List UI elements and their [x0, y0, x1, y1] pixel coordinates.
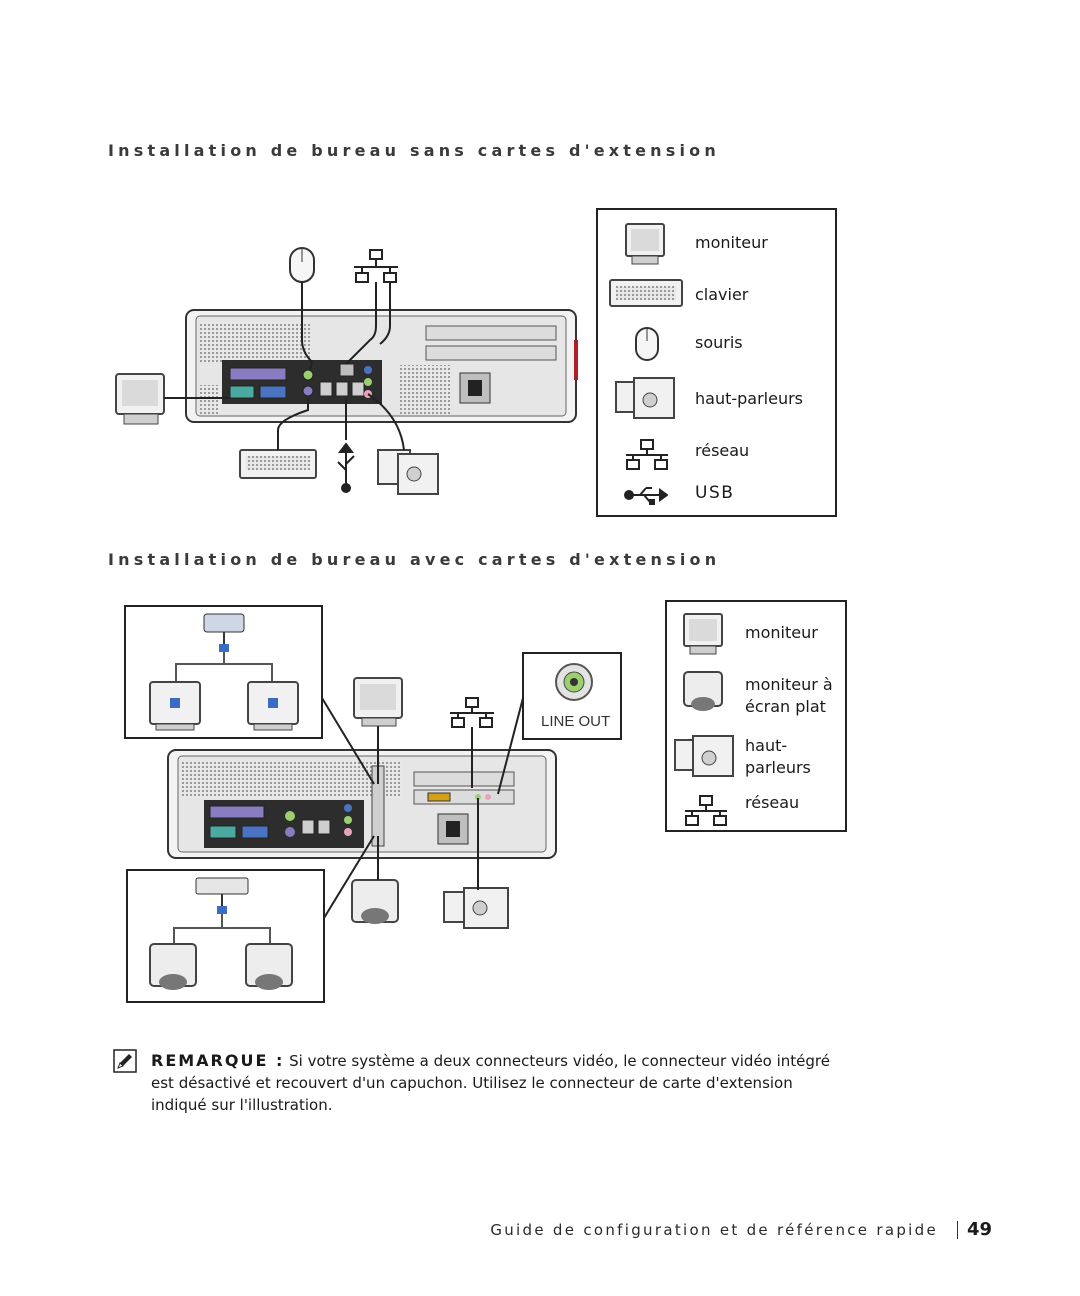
- inset-dvi-dual-flat-panel: [126, 869, 325, 1003]
- legend-label-usb: USB: [695, 483, 735, 503]
- legend-label-mouse: souris: [695, 333, 743, 352]
- network-device: [450, 697, 494, 728]
- footer-separator: [957, 1221, 958, 1239]
- page-number: 49: [966, 1219, 992, 1240]
- legend-item-monitor: moniteur: [598, 222, 835, 266]
- monitor-device: [115, 373, 165, 425]
- legend-label-network: réseau: [745, 793, 800, 812]
- legend-label-flat-panel-monitor: moniteur à écran plat: [745, 675, 833, 716]
- diagram-with-expansion-cards: LINE OUT: [124, 605, 622, 1003]
- keyboard-device: [239, 449, 317, 479]
- note-pencil-icon: [113, 1049, 137, 1073]
- section2-heading: Installation de bureau avec cartes d'ext…: [108, 550, 721, 569]
- note-label: REMARQUE :: [151, 1051, 285, 1070]
- computer-rear-panel: [167, 749, 557, 859]
- keyboard-icon: [609, 279, 683, 307]
- computer-rear-panel: [185, 309, 578, 423]
- legend-label-network: réseau: [695, 441, 750, 460]
- legend-label-speakers: haut- parleurs: [745, 736, 811, 777]
- inset-line-out: LINE OUT: [522, 652, 622, 740]
- legend-item-network: réseau: [667, 792, 845, 828]
- section1-heading: Installation de bureau sans cartes d'ext…: [108, 141, 720, 160]
- monitor-icon: [625, 223, 665, 265]
- legend-item-speakers: haut- parleurs: [667, 732, 845, 784]
- flat-panel-monitor-icon: [683, 671, 723, 711]
- speakers-device: [443, 887, 509, 929]
- speakers-device: [377, 449, 439, 495]
- speakers-icon: [615, 377, 675, 419]
- note-paragraph: REMARQUE : Si votre système a deux conne…: [151, 1050, 851, 1116]
- legend-label-keyboard: clavier: [695, 285, 749, 304]
- monitor-device: [353, 677, 403, 727]
- flat-panel-monitor-device: [351, 879, 399, 924]
- legend-label-monitor: moniteur: [745, 623, 818, 642]
- inset-vga-dual-monitor: [124, 605, 323, 739]
- network-icon: [685, 795, 727, 826]
- usb-symbol: [337, 442, 355, 493]
- footer-title: Guide de configuration et de référence r…: [490, 1221, 938, 1239]
- mouse-device: [289, 247, 315, 283]
- legend-with-expansion-cards: moniteur moniteur à écran plat haut- par…: [665, 600, 847, 832]
- page-footer: Guide de configuration et de référence r…: [0, 1219, 1000, 1243]
- legend-item-usb: USB: [598, 482, 835, 508]
- line-out-label: LINE OUT: [541, 713, 610, 730]
- note-text: Si votre système a deux connecteurs vidé…: [151, 1052, 830, 1114]
- network-device: [354, 249, 398, 283]
- monitor-icon: [683, 613, 723, 655]
- legend-no-expansion-cards: moniteur clavier souris haut-parleurs: [596, 208, 837, 517]
- speakers-icon: [674, 735, 734, 777]
- network-icon: [626, 439, 668, 470]
- legend-item-speakers: haut-parleurs: [598, 376, 835, 424]
- legend-item-monitor: moniteur: [667, 612, 845, 658]
- legend-item-mouse: souris: [598, 324, 835, 364]
- legend-item-network: réseau: [598, 436, 835, 472]
- legend-label-speakers: haut-parleurs: [695, 389, 804, 408]
- diagram-no-expansion-cards: [115, 247, 578, 495]
- legend-label-monitor: moniteur: [695, 233, 768, 252]
- mouse-icon: [635, 327, 659, 361]
- usb-icon: [624, 487, 668, 505]
- legend-item-flat-panel-monitor: moniteur à écran plat: [667, 668, 845, 720]
- legend-item-keyboard: clavier: [598, 276, 835, 312]
